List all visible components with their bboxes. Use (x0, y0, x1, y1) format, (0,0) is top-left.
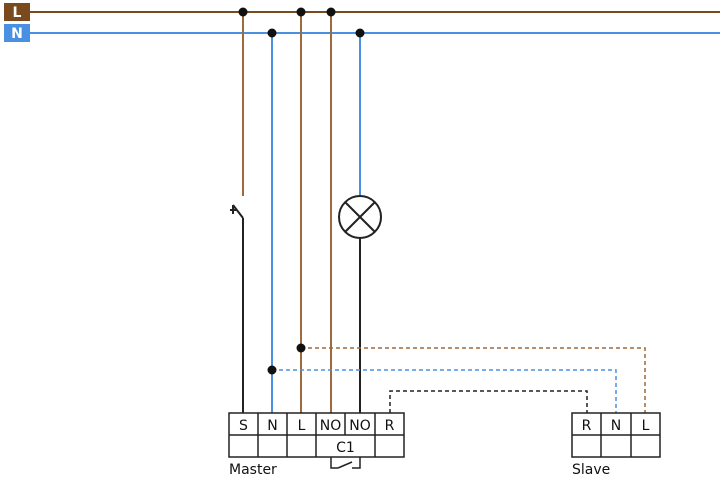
master-terminal-n: N (267, 418, 277, 434)
junction-dot (355, 28, 365, 38)
master-terminal-block: S N L NO NO R C1 (228, 412, 405, 458)
junction-dot (238, 7, 248, 17)
master-terminal-l: L (298, 418, 306, 434)
master-group-label: C1 (336, 440, 355, 456)
slave-wiring (272, 347, 646, 413)
slave-terminal-r: R (582, 418, 592, 434)
line-label: L (13, 5, 22, 21)
switch-circuit (230, 12, 244, 413)
neutral-label-box (4, 24, 30, 42)
switch-icon (230, 204, 244, 219)
slave-caption: Slave (572, 462, 610, 478)
master-caption: Master (229, 462, 277, 478)
master-terminal-no1: NO (320, 418, 342, 434)
slave-terminal-l: L (642, 418, 650, 434)
junction-dot (267, 28, 277, 38)
master-terminal-r: R (385, 418, 395, 434)
lamp-circuit (338, 33, 382, 413)
slave-terminal-n: N (611, 418, 621, 434)
dashed-r-to-slave (389, 390, 588, 413)
junction-dot (267, 365, 277, 375)
lamp-icon (338, 195, 382, 239)
dashed-l-to-slave (301, 347, 646, 413)
junction-dots (238, 7, 365, 375)
junction-dot (296, 7, 306, 17)
bus-labels: L N (4, 3, 30, 42)
master-terminal-s: S (239, 418, 248, 434)
neutral-label: N (11, 26, 23, 42)
slave-terminal-block: R N L (571, 412, 661, 458)
junction-dot (326, 7, 336, 17)
dashed-n-to-slave (272, 369, 617, 413)
junction-dot (296, 343, 306, 353)
master-terminal-no2: NO (349, 418, 371, 434)
line-label-box (4, 3, 30, 21)
relay-contact-icon (330, 457, 361, 469)
